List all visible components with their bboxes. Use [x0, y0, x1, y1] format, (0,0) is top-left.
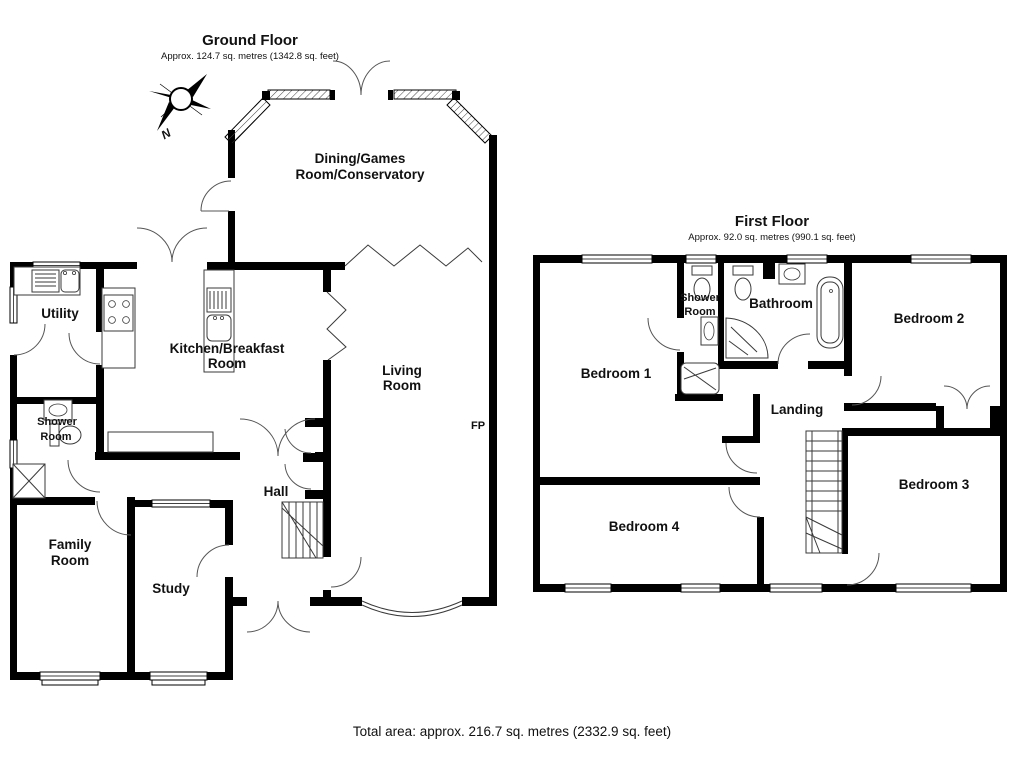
utility-sink-symbol: [13, 266, 81, 296]
ground-floor-plan: N: [9, 32, 497, 686]
label-dining-1: Dining/Games: [315, 151, 406, 166]
gf-shower-tray-symbol: [12, 463, 46, 499]
label-bedroom4: Bedroom 4: [609, 519, 680, 534]
label-utility: Utility: [41, 306, 79, 321]
label-living-2: Room: [383, 378, 421, 393]
label-hall: Hall: [264, 484, 289, 499]
first-floor-area-note: Approx. 92.0 sq. metres (990.1 sq. feet): [688, 232, 855, 243]
ground-floor-doors: [13, 60, 483, 633]
label-kitchen-2: Room: [208, 356, 246, 371]
first-floor-labels: First Floor Approx. 92.0 sq. metres (990…: [581, 213, 970, 534]
bathtub-symbol: [816, 276, 844, 349]
label-gf-shower-2: Room: [40, 431, 71, 443]
label-bedroom2: Bedroom 2: [894, 311, 965, 326]
ground-floor-stairs: [281, 501, 324, 559]
bathroom-toilet-symbol: [732, 265, 754, 301]
label-ff-shower-2: Room: [684, 306, 715, 318]
label-bedroom1: Bedroom 1: [581, 366, 652, 381]
gf-basin-symbol: [43, 399, 73, 421]
compass-icon: N: [149, 74, 211, 142]
label-family-2: Room: [51, 553, 89, 568]
first-floor-title: First Floor: [735, 213, 809, 230]
compass-north-label: N: [159, 126, 174, 143]
ground-floor-labels: Ground Floor Approx. 124.7 sq. metres (1…: [37, 32, 485, 596]
bathroom-basin-symbol: [778, 263, 806, 285]
first-floor-doors: [647, 317, 991, 586]
ff-shower-toilet-symbol: [691, 265, 713, 301]
ff-shower-tray-symbol: [680, 362, 720, 395]
hob-symbol: [101, 287, 136, 369]
first-floor-windows: [564, 254, 972, 593]
label-dining-2: Room/Conservatory: [295, 167, 425, 182]
label-gf-shower-1: Shower: [37, 416, 77, 428]
label-bathroom: Bathroom: [749, 296, 813, 311]
label-kitchen-1: Kitchen/Breakfast: [170, 341, 285, 356]
kitchen-sink-symbol: [203, 269, 235, 373]
label-living-1: Living: [382, 363, 422, 378]
label-family-1: Family: [49, 537, 92, 552]
ff-shower-basin-symbol: [700, 316, 719, 346]
ground-floor-area-note: Approx. 124.7 sq. metres (1342.8 sq. fee…: [161, 51, 339, 62]
first-floor-fixtures: [680, 263, 844, 395]
label-landing: Landing: [771, 402, 824, 417]
first-floor-walls: [533, 255, 1007, 592]
label-study: Study: [152, 581, 190, 596]
label-ff-shower-1: Shower: [680, 292, 720, 304]
ground-floor-walls: [10, 130, 497, 680]
corner-shower-symbol: [725, 317, 769, 359]
ground-floor-title: Ground Floor: [202, 32, 298, 49]
ground-floor-fixtures: [12, 266, 235, 499]
label-fireplace: FP: [471, 420, 485, 432]
label-bedroom3: Bedroom 3: [899, 477, 970, 492]
ground-floor-windows: [9, 89, 493, 686]
first-floor-plan: First Floor Approx. 92.0 sq. metres (990…: [533, 213, 1007, 593]
first-floor-stairs: [805, 430, 843, 554]
total-area-text: Total area: approx. 216.7 sq. metres (23…: [353, 724, 671, 739]
breakfast-bar: [107, 431, 214, 453]
gf-toilet-symbol: [49, 423, 82, 447]
